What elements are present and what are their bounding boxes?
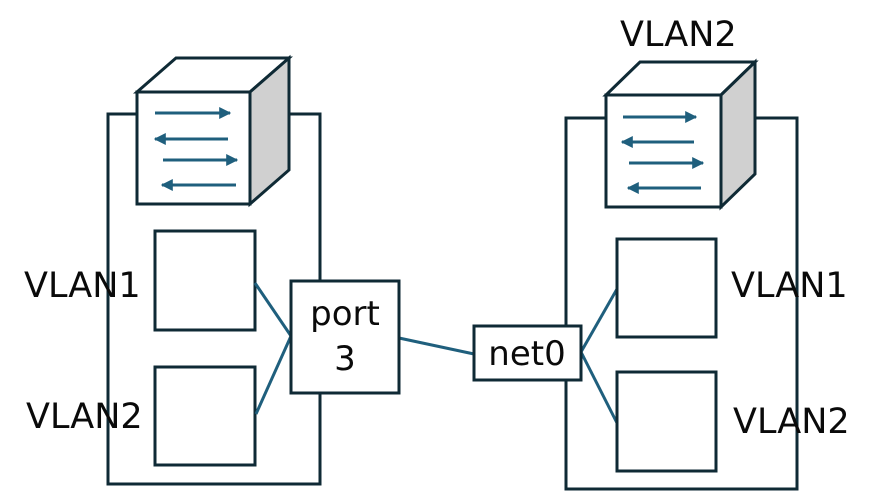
right-switch: VLAN2 VLAN1 VLAN2: [564, 15, 850, 491]
network-switch-icon: [132, 54, 294, 208]
left-vlan1-label: VLAN1: [24, 266, 141, 306]
link-port-to-net0: [398, 336, 475, 356]
right-vlan2-label: VLAN2: [733, 402, 850, 442]
port-3-box: port 3: [289, 279, 401, 395]
net0-box: net0: [472, 324, 583, 382]
port-label-line2: 3: [334, 339, 356, 379]
port-label-line1: port: [310, 294, 380, 334]
net0-label: net0: [488, 334, 565, 374]
right-switch-title: VLAN2: [620, 15, 737, 55]
right-vlan2-box: [615, 370, 718, 473]
right-vlan1-box: [615, 237, 718, 339]
link-net0-to-vlan2: [579, 351, 619, 424]
left-vlan1-box: [153, 229, 257, 332]
link-vlan2-to-port: [254, 335, 293, 415]
network-switch-icon: [602, 58, 759, 211]
left-vlan2-box: [153, 365, 257, 467]
left-vlan2-label: VLAN2: [26, 397, 143, 437]
link-net0-to-vlan1: [579, 288, 619, 353]
left-switch: VLAN1 VLAN2: [24, 54, 322, 486]
right-vlan1-label: VLAN1: [731, 266, 848, 306]
link-vlan1-to-port: [253, 282, 293, 337]
